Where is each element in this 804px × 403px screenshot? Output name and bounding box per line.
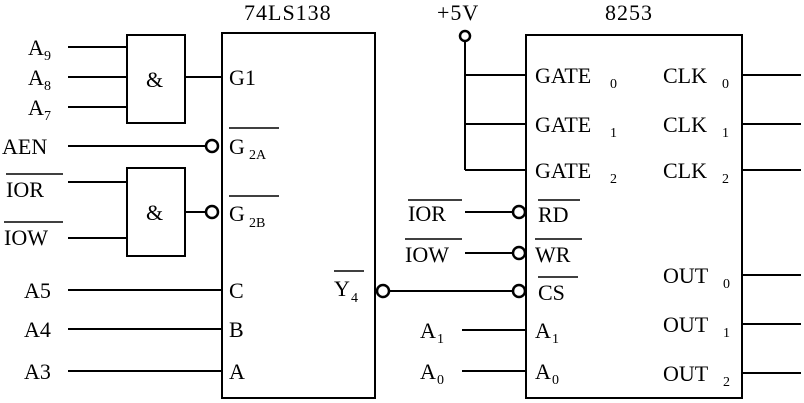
label-iow-8253: IOW — [405, 238, 462, 267]
svg-text:IOW: IOW — [405, 242, 449, 267]
svg-text:G: G — [229, 201, 245, 226]
svg-text:IOW: IOW — [4, 225, 48, 250]
label-a3: A3 — [24, 359, 51, 384]
svg-text:0: 0 — [437, 373, 444, 388]
pin-out0: OUT 0 — [663, 263, 730, 292]
svg-text:OUT: OUT — [663, 263, 709, 288]
svg-text:OUT: OUT — [663, 361, 709, 386]
svg-text:8: 8 — [44, 79, 51, 94]
bubble-wr — [511, 245, 527, 261]
bubble-rd — [511, 204, 527, 220]
svg-text:1: 1 — [723, 326, 730, 341]
label-a4: A4 — [24, 317, 51, 342]
svg-text:2: 2 — [723, 375, 730, 390]
timer-title: 8253 — [605, 0, 653, 25]
svg-text:4: 4 — [351, 291, 358, 306]
svg-text:OUT: OUT — [663, 312, 709, 337]
svg-text:Y: Y — [334, 276, 350, 301]
svg-text:CS: CS — [538, 280, 565, 305]
svg-text:0: 0 — [722, 77, 729, 92]
pin-rd: RD — [538, 199, 580, 227]
svg-text:A: A — [28, 65, 44, 90]
pin-y4: Y 4 — [334, 270, 364, 306]
label-a7: A 7 — [28, 95, 51, 124]
svg-text:A: A — [535, 359, 551, 384]
svg-text:2B: 2B — [249, 216, 265, 231]
pin-a: A — [229, 359, 245, 384]
pin-a1: A 1 — [535, 318, 559, 347]
svg-text:G: G — [229, 134, 245, 159]
svg-text:A: A — [28, 35, 44, 60]
and-symbol-top: & — [146, 67, 163, 92]
svg-text:A: A — [28, 95, 44, 120]
svg-text:9: 9 — [44, 49, 51, 64]
svg-text:2: 2 — [610, 172, 617, 187]
svg-text:2: 2 — [722, 172, 729, 187]
pin-cs: CS — [538, 276, 578, 305]
svg-text:RD: RD — [538, 202, 569, 227]
svg-text:0: 0 — [552, 373, 559, 388]
pin-clk2: CLK 2 — [663, 158, 729, 187]
svg-text:GATE: GATE — [535, 63, 591, 88]
pin-g2a: G 2A — [229, 127, 279, 163]
pin-wr: WR — [535, 238, 582, 267]
svg-text:IOR: IOR — [408, 201, 446, 226]
timer-8253-box — [525, 34, 743, 399]
pin-clk0: CLK 0 — [663, 63, 729, 92]
svg-text:CLK: CLK — [663, 158, 707, 183]
label-ior-8253: IOR — [408, 199, 462, 226]
label-a1-8253: A 1 — [420, 318, 444, 347]
pin-c: C — [229, 278, 244, 303]
bubble-y4 — [375, 283, 391, 299]
pin-b: B — [229, 317, 244, 342]
pin-g2b: G 2B — [229, 195, 279, 231]
svg-text:A: A — [535, 318, 551, 343]
bubble-g2b — [204, 204, 220, 220]
pin-gate2: GATE 2 — [535, 158, 617, 187]
svg-text:2A: 2A — [249, 148, 267, 163]
label-a9: A 9 — [28, 35, 51, 64]
pin-gate0: GATE 0 — [535, 63, 617, 92]
power-terminal — [458, 29, 472, 43]
svg-text:0: 0 — [610, 77, 617, 92]
label-ior: IOR — [6, 173, 63, 202]
svg-text:A: A — [420, 318, 436, 343]
svg-text:CLK: CLK — [663, 112, 707, 137]
pin-a0: A 0 — [535, 359, 559, 388]
svg-text:1: 1 — [610, 126, 617, 141]
decoder-title: 74LS138 — [244, 0, 332, 25]
and-gate-top — [126, 34, 186, 124]
svg-text:GATE: GATE — [535, 158, 591, 183]
svg-text:1: 1 — [552, 332, 559, 347]
pin-out1: OUT 1 — [663, 312, 730, 341]
svg-text:A: A — [420, 359, 436, 384]
svg-text:0: 0 — [723, 277, 730, 292]
and-symbol-bottom: & — [146, 200, 163, 225]
svg-text:1: 1 — [722, 126, 729, 141]
svg-text:7: 7 — [44, 109, 51, 124]
pin-gate1: GATE 1 — [535, 112, 617, 141]
pin-out2: OUT 2 — [663, 361, 730, 390]
label-iow: IOW — [4, 221, 63, 250]
decoder-74ls138-box — [221, 32, 376, 399]
power-label: +5V — [437, 0, 479, 25]
svg-text:1: 1 — [437, 332, 444, 347]
svg-text:IOR: IOR — [6, 177, 44, 202]
label-a0-8253: A 0 — [420, 359, 444, 388]
svg-text:GATE: GATE — [535, 112, 591, 137]
pin-clk1: CLK 1 — [663, 112, 729, 141]
label-aen: AEN — [2, 134, 47, 159]
pin-g1: G1 — [229, 65, 256, 90]
label-a5: A5 — [24, 278, 51, 303]
bubble-g2a — [204, 138, 220, 154]
bubble-cs — [511, 283, 527, 299]
svg-text:CLK: CLK — [663, 63, 707, 88]
label-a8: A 8 — [28, 65, 51, 94]
svg-text:WR: WR — [535, 242, 571, 267]
